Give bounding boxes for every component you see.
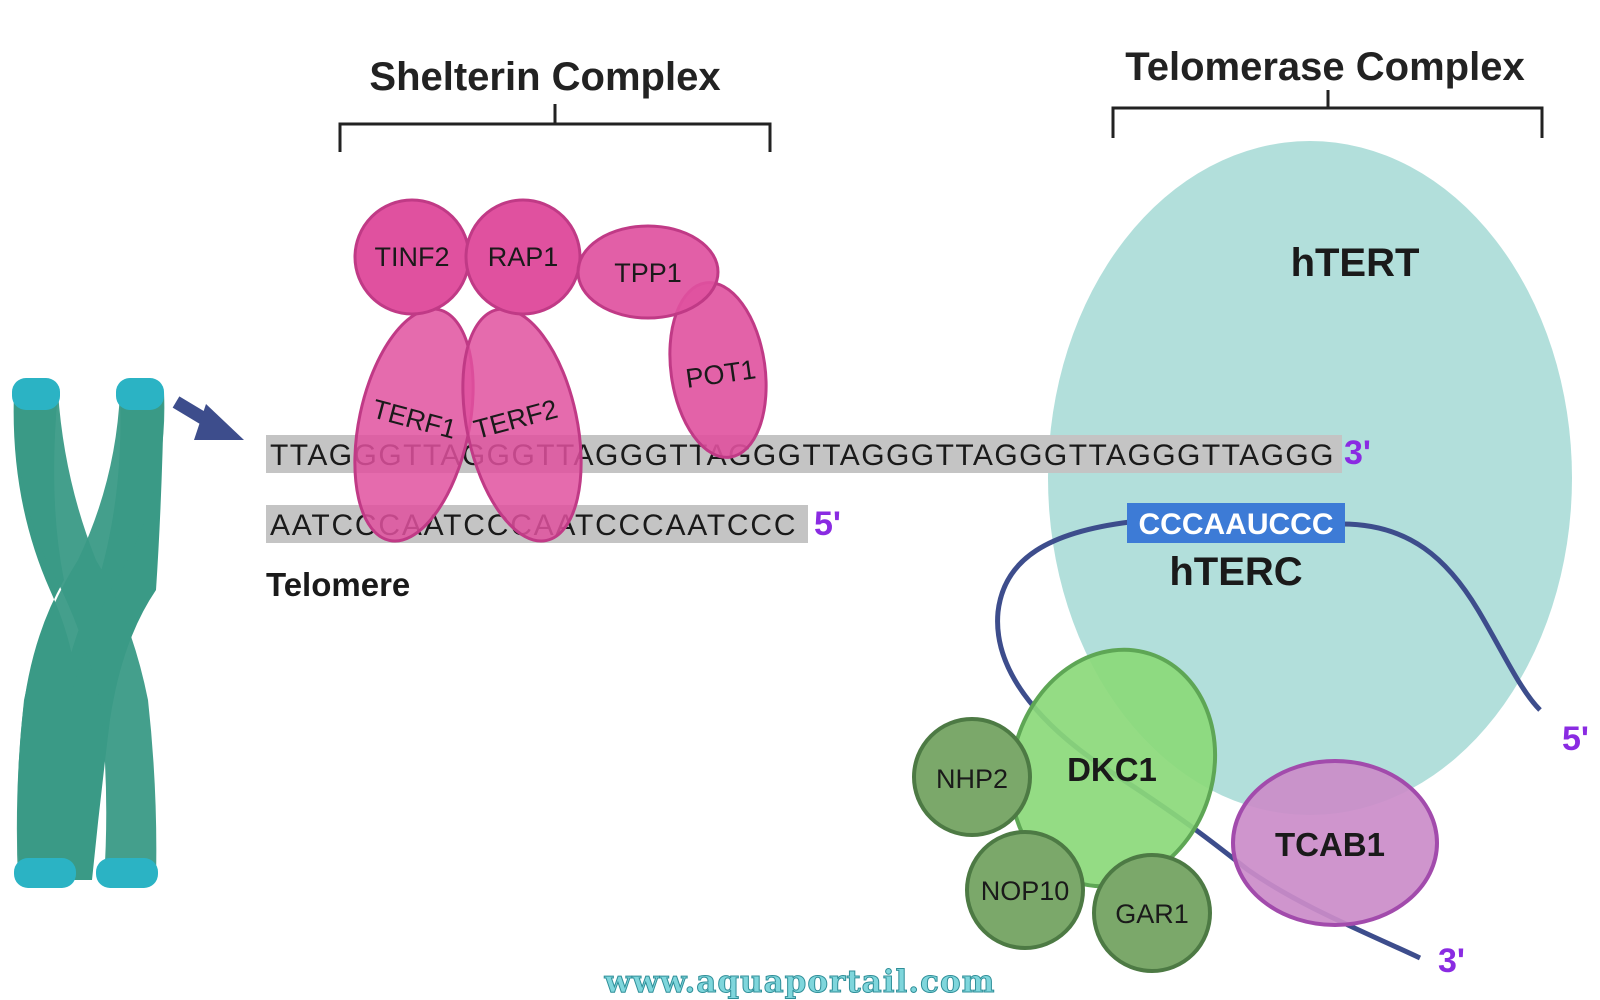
tpp1-protein bbox=[576, 224, 720, 320]
htert-ellipse bbox=[1048, 141, 1572, 815]
chromosome-tip bbox=[12, 378, 60, 410]
chromosome-tip bbox=[116, 378, 164, 410]
nop10-protein bbox=[965, 830, 1085, 950]
telomere-label: Telomere bbox=[266, 566, 410, 603]
template-sequence: CCCAAUCCC bbox=[1139, 508, 1334, 541]
nhp2-protein bbox=[912, 717, 1032, 837]
hterc-rna-line-5-arm bbox=[1341, 521, 1542, 712]
gar1-label: GAR1 bbox=[1115, 899, 1189, 929]
tcab1-protein bbox=[1231, 759, 1439, 927]
nop10-label: NOP10 bbox=[981, 876, 1070, 906]
rap1-label: RAP1 bbox=[488, 242, 559, 272]
chromosome-arm bbox=[16, 392, 165, 880]
tcab1-label: TCAB1 bbox=[1275, 826, 1385, 863]
arrow-icon bbox=[172, 396, 244, 440]
chromosome-icon bbox=[12, 378, 165, 888]
shelterin-complex: TERF1 TERF2 TINF2 RAP1 POT1 TPP1 bbox=[353, 198, 768, 543]
rna-3-end: 3' bbox=[1438, 942, 1465, 980]
nhp2-label: NHP2 bbox=[936, 764, 1008, 794]
chromosome-tip bbox=[14, 858, 76, 888]
rna-5-end: 5' bbox=[1562, 720, 1589, 758]
watermark: www.aquaportail.com bbox=[604, 964, 996, 1000]
dyskerin-complex: DKC1 NHP2 NOP10 GAR1 bbox=[912, 647, 1218, 973]
dkc1-label: DKC1 bbox=[1067, 751, 1157, 788]
tinf2-label: TINF2 bbox=[374, 242, 449, 272]
hterc-label: hTERC bbox=[1169, 550, 1302, 594]
bottom-strand-5-end: 5' bbox=[814, 505, 841, 543]
shelterin-heading: Shelterin Complex bbox=[369, 55, 720, 99]
tpp1-label: TPP1 bbox=[614, 258, 682, 288]
template-box bbox=[1127, 503, 1345, 543]
telomerase-heading: Telomerase Complex bbox=[1125, 45, 1524, 89]
top-strand-3-end: 3' bbox=[1344, 434, 1371, 472]
htert-label: hTERT bbox=[1291, 241, 1420, 285]
telomerase-bracket bbox=[1111, 90, 1544, 138]
shelterin-bracket bbox=[338, 104, 772, 152]
gar1-protein bbox=[1092, 853, 1212, 973]
chromosome-tip bbox=[96, 858, 158, 888]
